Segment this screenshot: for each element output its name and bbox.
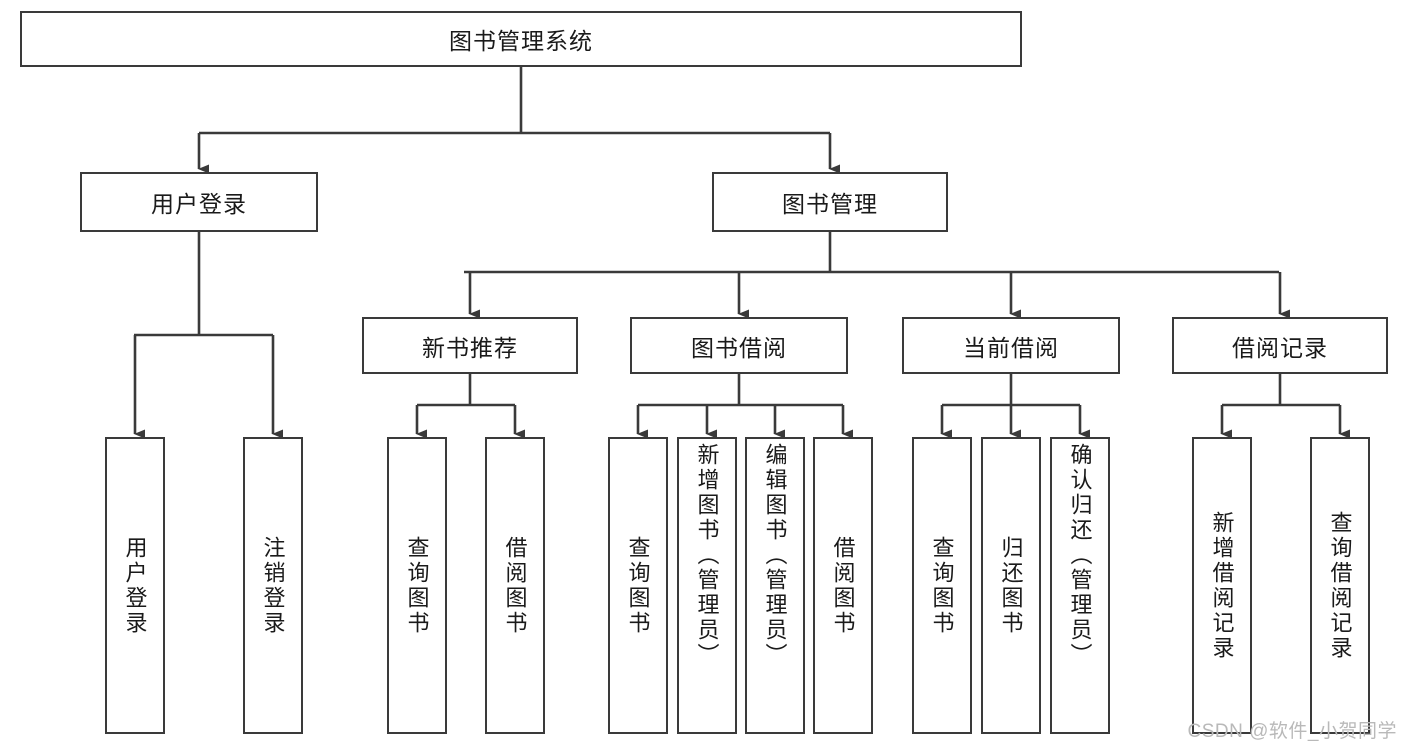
- node-label: 图书借阅: [691, 334, 787, 361]
- node-leaf-user-logout[interactable]: 注销登录: [243, 437, 303, 734]
- node-label: 查询图书: [404, 535, 430, 636]
- node-leaf-add-record[interactable]: 新增借阅记录: [1192, 437, 1252, 734]
- node-root-system[interactable]: 图书管理系统: [20, 11, 1022, 67]
- node-label: 确认归还（管理员）: [1067, 443, 1093, 668]
- node-leaf-query-book-cur[interactable]: 查询图书: [912, 437, 972, 734]
- node-label: 新增图书（管理员）: [694, 443, 720, 668]
- node-leaf-add-book[interactable]: 新增图书（管理员）: [677, 437, 737, 734]
- node-book-manage[interactable]: 图书管理: [712, 172, 948, 232]
- node-label: 用户登录: [122, 535, 148, 636]
- node-leaf-query-record[interactable]: 查询借阅记录: [1310, 437, 1370, 734]
- node-label: 借阅图书: [502, 535, 528, 636]
- node-label: 查询图书: [625, 535, 651, 636]
- node-leaf-edit-book[interactable]: 编辑图书（管理员）: [745, 437, 805, 734]
- node-current-borrow[interactable]: 当前借阅: [902, 317, 1120, 374]
- node-label: 图书管理: [782, 191, 878, 217]
- node-label: 新书推荐: [422, 334, 518, 361]
- node-label: 新增借阅记录: [1209, 510, 1235, 661]
- node-book-borrow[interactable]: 图书借阅: [630, 317, 848, 374]
- node-leaf-borrow-book[interactable]: 借阅图书: [813, 437, 873, 734]
- node-label: 查询图书: [929, 535, 955, 636]
- node-label: 用户登录: [151, 191, 247, 217]
- node-label: 借阅图书: [830, 535, 856, 636]
- node-leaf-query-book[interactable]: 查询图书: [608, 437, 668, 734]
- node-new-book-rec[interactable]: 新书推荐: [362, 317, 578, 374]
- node-label: 图书管理系统: [449, 28, 593, 54]
- node-user-login[interactable]: 用户登录: [80, 172, 318, 232]
- node-label: 借阅记录: [1232, 334, 1328, 361]
- node-label: 注销登录: [260, 535, 286, 636]
- node-leaf-return-book[interactable]: 归还图书: [981, 437, 1041, 734]
- node-label: 编辑图书（管理员）: [762, 443, 788, 668]
- node-borrow-record[interactable]: 借阅记录: [1172, 317, 1388, 374]
- node-leaf-borrow-book-rec[interactable]: 借阅图书: [485, 437, 545, 734]
- node-label: 查询借阅记录: [1327, 510, 1353, 661]
- node-leaf-query-book-rec[interactable]: 查询图书: [387, 437, 447, 734]
- node-label: 当前借阅: [963, 334, 1059, 361]
- node-leaf-confirm-return[interactable]: 确认归还（管理员）: [1050, 437, 1110, 734]
- node-leaf-user-login[interactable]: 用户登录: [105, 437, 165, 734]
- node-label: 归还图书: [998, 535, 1024, 636]
